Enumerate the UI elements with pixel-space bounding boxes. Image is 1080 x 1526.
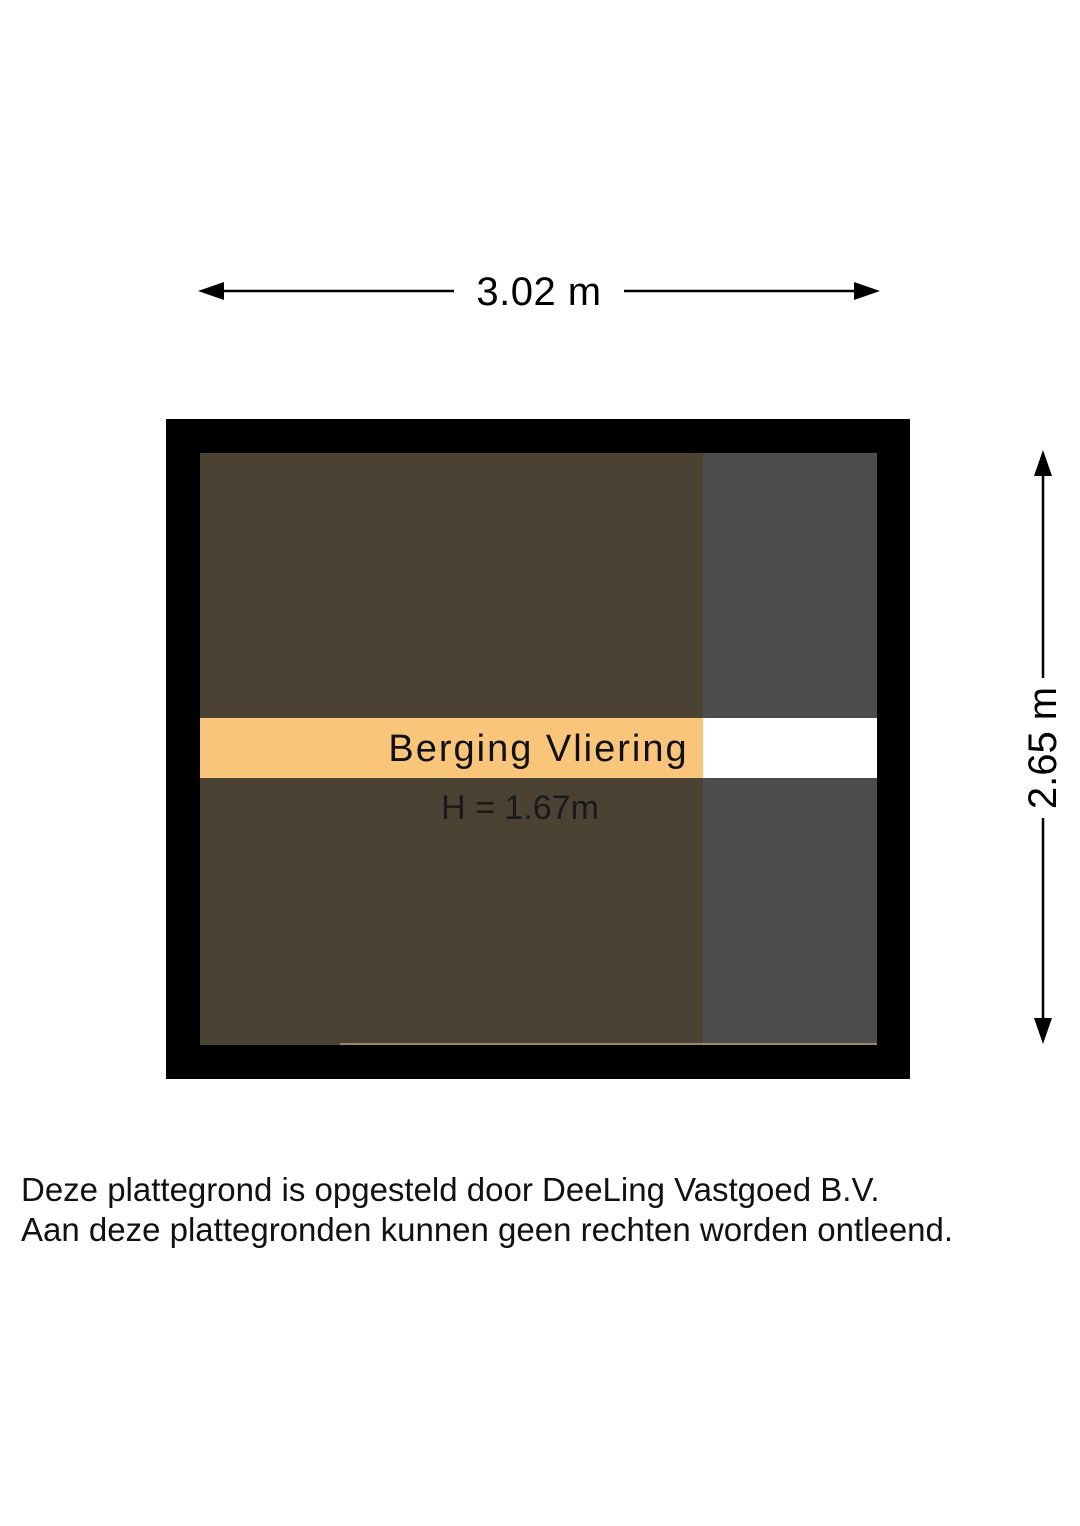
width-dimension-label: 3.02 m (454, 264, 624, 320)
width-dimension: 3.02 m (196, 260, 882, 324)
room-height: H = 1.67m (441, 789, 599, 827)
room-label-band (200, 718, 703, 778)
disclaimer-line-2: Aan deze plattegronden kunnen geen recht… (21, 1211, 954, 1248)
depth-dimension-label: 2.65 m (1021, 686, 1065, 810)
disclaimer: Deze plattegrond is opgesteld door DeeLi… (21, 1170, 1071, 1250)
room-name: Berging Vliering (388, 728, 689, 770)
floor-edge-line (340, 1043, 877, 1045)
depth-dimension-label-wrap: 2.65 m (1013, 678, 1073, 818)
room-label-band-low-area (703, 718, 877, 778)
depth-dimension: 2.65 m (1010, 448, 1076, 1048)
disclaimer-line-1: Deze plattegrond is opgesteld door DeeLi… (21, 1171, 880, 1208)
